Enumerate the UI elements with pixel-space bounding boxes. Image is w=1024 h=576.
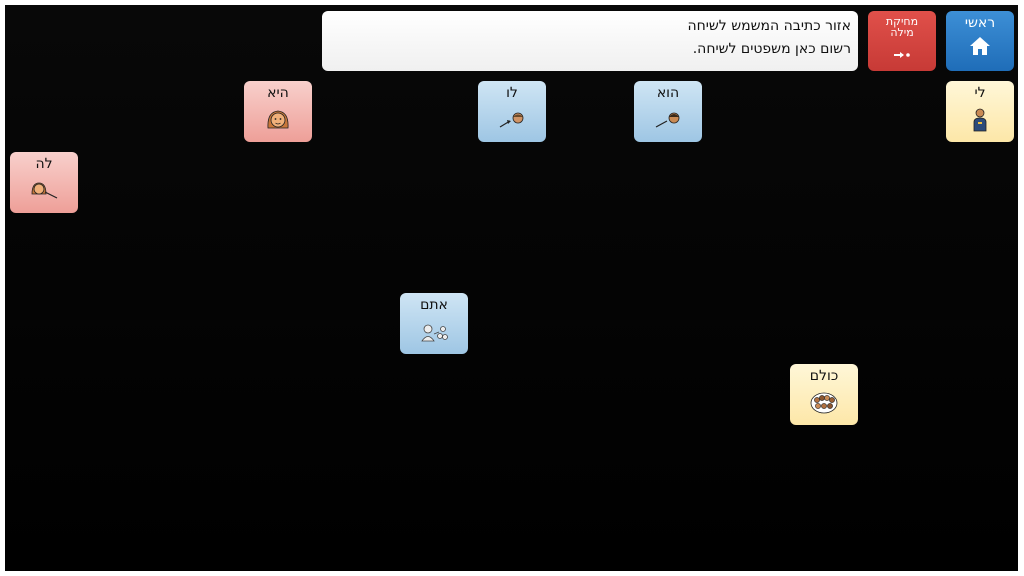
person-self-icon — [965, 106, 995, 134]
message-bar[interactable]: אזור כתיבה המשמש לשיחה רשום כאן משפטים ל… — [322, 11, 858, 71]
delete-word-label: מחיקת מילה — [885, 15, 919, 39]
tile-lo-label: לו — [506, 85, 518, 101]
tile-hu[interactable]: הוא — [634, 81, 702, 142]
to-her-icon — [29, 177, 59, 205]
home-button[interactable]: ראשי — [946, 11, 1014, 71]
backspace-icon — [893, 44, 911, 63]
girl-face-icon — [263, 106, 293, 134]
tile-hu-label: הוא — [656, 85, 680, 101]
you-plural-icon — [419, 318, 449, 346]
tile-hi-label: היא — [267, 85, 289, 101]
message-line-1: אזור כתיבה המשמש לשיחה — [687, 18, 851, 34]
tile-li[interactable]: לי — [946, 81, 1014, 142]
tile-kulam-label: כולם — [809, 368, 839, 384]
tile-atem-label: אתם — [420, 297, 448, 313]
tile-hi[interactable]: היא — [244, 81, 312, 142]
tile-lo[interactable]: לו — [478, 81, 546, 142]
tile-la-label: לה — [35, 156, 53, 172]
delete-word-button[interactable]: מחיקת מילה — [868, 11, 936, 71]
everyone-icon — [809, 389, 839, 417]
tile-li-label: לי — [974, 85, 986, 101]
tile-kulam[interactable]: כולם — [790, 364, 858, 425]
home-icon — [969, 36, 991, 60]
home-label: ראשי — [964, 15, 996, 31]
boy-pointing-icon — [653, 106, 683, 134]
to-him-icon — [497, 106, 527, 134]
tile-atem[interactable]: אתם — [400, 293, 468, 354]
tile-la[interactable]: לה — [10, 152, 78, 213]
message-line-2: רשום כאן משפטים לשיחה. — [692, 41, 851, 57]
